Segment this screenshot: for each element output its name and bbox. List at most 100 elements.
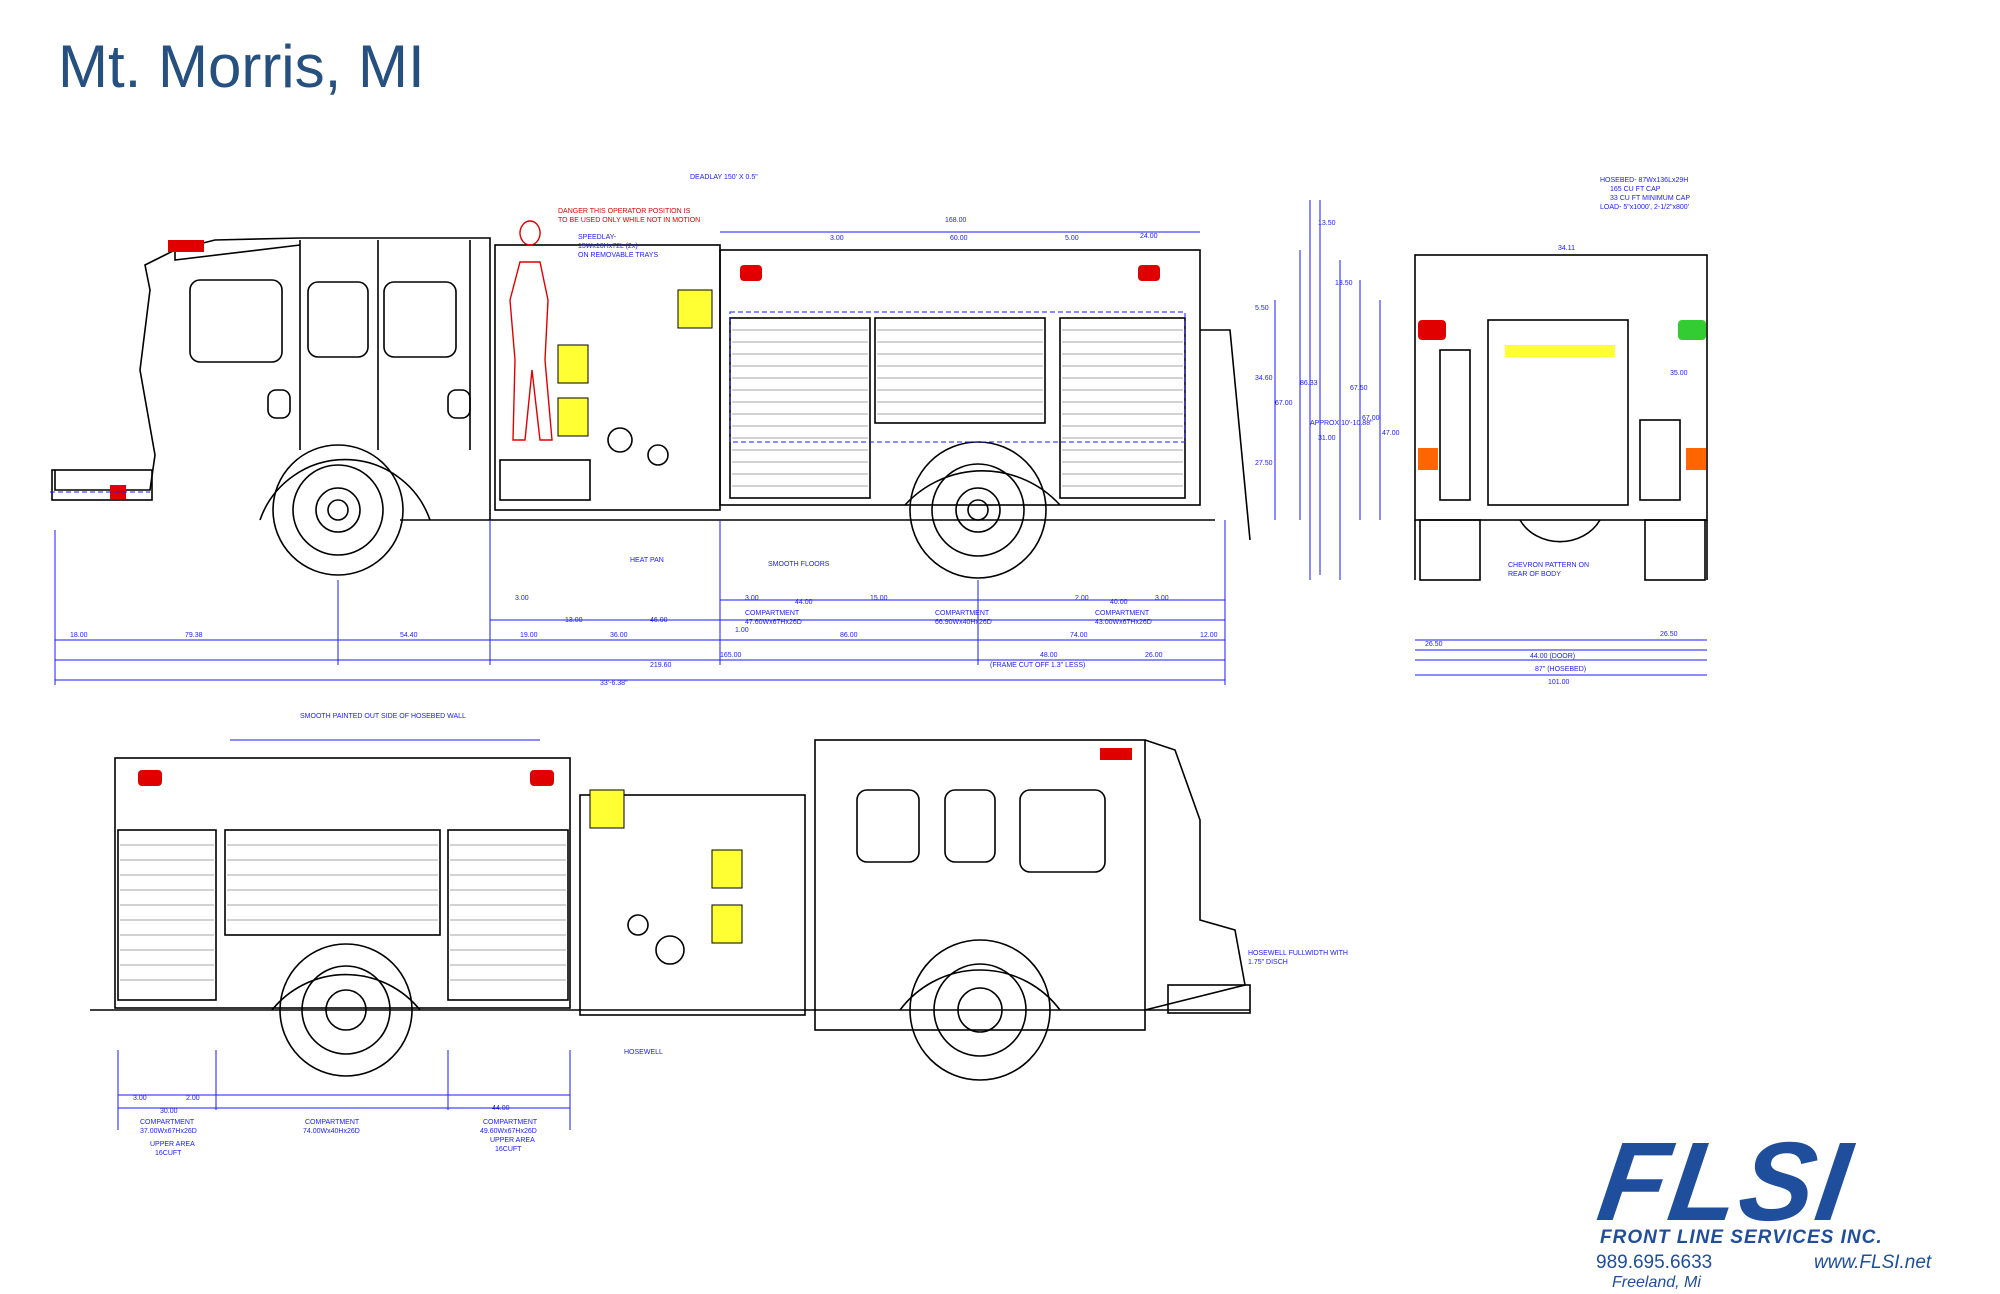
logo-phone: 989.695.6633 [1596,1252,1713,1273]
svg-text:86.33: 86.33 [1300,380,1318,387]
svg-text:48.00: 48.00 [1040,652,1058,659]
svg-text:87" (HOSEBED): 87" (HOSEBED) [1535,666,1586,673]
svg-text:3.00: 3.00 [515,595,529,602]
svg-text:HEAT PAN: HEAT PAN [630,557,664,564]
svg-text:168.00: 168.00 [945,217,967,224]
svg-text:19.00: 19.00 [520,632,538,639]
svg-text:47.60Wx67Hx26D: 47.60Wx67Hx26D [745,619,802,626]
svg-text:37.00Wx67Hx26D: 37.00Wx67Hx26D [140,1128,197,1135]
svg-text:33'-6.38": 33'-6.38" [600,680,628,687]
svg-text:13.50: 13.50 [1318,220,1336,227]
svg-text:44.00 (DOOR): 44.00 (DOOR) [1530,653,1575,660]
dimension-labels-rear: 26.50 26.50 44.00 (DOOR) 87" (HOSEBED) 1… [1318,177,1690,686]
svg-text:46.00: 46.00 [650,617,668,624]
svg-text:TO BE USED ONLY WHILE NOT IN M: TO BE USED ONLY WHILE NOT IN MOTION [558,217,700,224]
svg-text:26.00: 26.00 [1145,652,1163,659]
svg-text:DEADLAY 150' X 0.5": DEADLAY 150' X 0.5" [690,174,758,181]
svg-text:12.00: 12.00 [1200,632,1218,639]
svg-text:UPPER AREA: UPPER AREA [490,1137,535,1144]
svg-text:DANGER THIS OPERATOR POSITION: DANGER THIS OPERATOR POSITION IS [558,208,691,215]
svg-text:13.00: 13.00 [565,617,583,624]
rear-lights [1418,320,1706,470]
rear-view [1414,254,1708,581]
svg-text:HOSEBED- 87Wx136Lx29H: HOSEBED- 87Wx136Lx29H [1600,177,1688,184]
svg-text:44.00: 44.00 [795,599,813,606]
svg-text:30.00: 30.00 [160,1108,178,1115]
svg-text:15Wx16Hx72L (2x): 15Wx16Hx72L (2x) [578,243,638,250]
dimension-labels-officer: 3.00 2.00 30.00 44.00 COMPARTMENT 37.00W… [133,713,1348,1157]
logo-website: www.FLSI.net [1814,1252,1932,1273]
svg-text:26.50: 26.50 [1660,631,1678,638]
svg-text:16CUFT: 16CUFT [155,1150,182,1157]
svg-text:13.50: 13.50 [1335,280,1353,287]
svg-text:36.00: 36.00 [610,632,628,639]
hidden-lines [50,311,1186,493]
svg-text:APPROX 10'-10.88": APPROX 10'-10.88" [1310,420,1373,427]
svg-text:UPPER AREA: UPPER AREA [150,1141,195,1148]
svg-text:34.11: 34.11 [1558,245,1575,252]
side-view-officer [90,739,1251,1081]
svg-text:67.00: 67.00 [1275,400,1293,407]
svg-text:18.00: 18.00 [70,632,88,639]
rolldoor-slats-officer [120,844,566,981]
svg-text:35.00: 35.00 [1670,370,1688,377]
svg-text:74.00: 74.00 [1070,632,1088,639]
svg-text:SMOOTH FLOORS: SMOOTH FLOORS [768,561,830,568]
svg-text:ON REMOVABLE TRAYS: ON REMOVABLE TRAYS [578,252,658,259]
logo-subtitle: FRONT LINE SERVICES INC. [1600,1227,1883,1248]
svg-text:5.00: 5.00 [1065,235,1079,242]
svg-text:3.00: 3.00 [133,1095,147,1102]
svg-text:COMPARTMENT: COMPARTMENT [305,1119,360,1126]
logo-wordmark: FLSI [1591,1119,1860,1244]
svg-text:67.50: 67.50 [1350,385,1368,392]
svg-text:74.00Wx40Hx26D: 74.00Wx40Hx26D [303,1128,360,1135]
svg-text:165 CU FT CAP: 165 CU FT CAP [1610,186,1661,193]
svg-text:SMOOTH PAINTED OUT SIDE OF HOS: SMOOTH PAINTED OUT SIDE OF HOSEBED WALL [300,713,466,720]
svg-text:66.90Wx40Hx26D: 66.90Wx40Hx26D [935,619,992,626]
svg-text:44.00: 44.00 [492,1105,510,1112]
svg-text:34.60: 34.60 [1255,375,1273,382]
svg-text:COMPARTMENT: COMPARTMENT [745,610,800,617]
svg-text:3.00: 3.00 [830,235,844,242]
svg-text:2.00: 2.00 [186,1095,200,1102]
svg-text:(FRAME CUT OFF 1.3" LESS): (FRAME CUT OFF 1.3" LESS) [990,662,1085,669]
svg-text:CHEVRON PATTERN ON: CHEVRON PATTERN ON [1508,562,1589,569]
svg-text:24.00: 24.00 [1140,233,1158,240]
operator-silhouette [509,220,553,441]
svg-text:31.00: 31.00 [1318,435,1336,442]
svg-text:16CUFT: 16CUFT [495,1146,522,1153]
svg-text:79.38: 79.38 [185,632,203,639]
svg-text:2.00: 2.00 [1075,595,1089,602]
svg-text:219.60: 219.60 [650,662,672,669]
svg-text:1.75" DISCH: 1.75" DISCH [1248,959,1288,966]
svg-text:3.00: 3.00 [1155,595,1169,602]
svg-text:60.00: 60.00 [950,235,968,242]
svg-text:COMPARTMENT: COMPARTMENT [483,1119,538,1126]
page-title: Mt. Morris, MI [58,33,425,100]
dimension-lines-officer [117,739,571,1130]
svg-text:REAR OF BODY: REAR OF BODY [1508,571,1561,578]
svg-text:3.00: 3.00 [745,595,759,602]
svg-text:86.00: 86.00 [840,632,858,639]
svg-text:SPEEDLAY-: SPEEDLAY- [578,234,617,241]
dimension-lines-side [54,200,1321,685]
svg-text:67.00: 67.00 [1362,415,1380,422]
svg-text:54.40: 54.40 [400,632,418,639]
rolldoor-slats [732,329,1183,487]
svg-text:47.00: 47.00 [1382,430,1400,437]
dimension-labels-side: 18.00 79.38 54.40 19.00 36.00 86.00 74.0… [70,174,1373,687]
side-view-driver [51,237,1251,579]
warning-lights-side [110,240,1160,499]
svg-text:15.00: 15.00 [870,595,888,602]
flsi-logo: FLSI FRONT LINE SERVICES INC. 989.695.66… [1591,1119,1990,1291]
svg-text:165.00: 165.00 [720,652,742,659]
svg-text:LOAD- 5"x1000', 2-1/2"x800': LOAD- 5"x1000', 2-1/2"x800' [1600,204,1689,211]
svg-text:27.50: 27.50 [1255,460,1273,467]
dimension-lines-rear [1309,200,1707,676]
svg-text:43.00Wx67Hx26D: 43.00Wx67Hx26D [1095,619,1152,626]
svg-text:26.50: 26.50 [1425,641,1443,648]
svg-text:HOSEWELL FULLWIDTH WITH: HOSEWELL FULLWIDTH WITH [1248,950,1348,957]
svg-text:COMPARTMENT: COMPARTMENT [935,610,990,617]
svg-text:COMPARTMENT: COMPARTMENT [140,1119,195,1126]
